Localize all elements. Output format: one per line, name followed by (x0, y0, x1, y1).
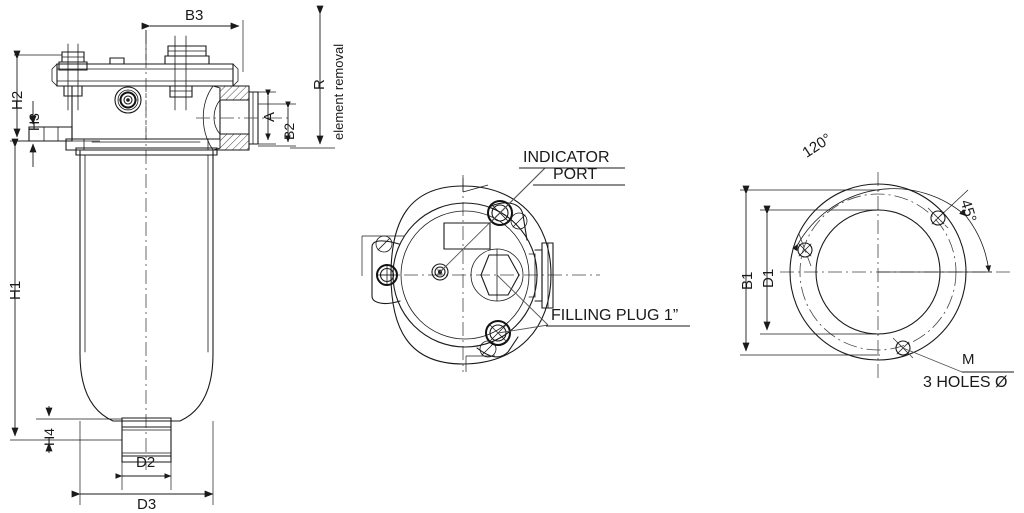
label-3-holes: 3 HOLES Ø (923, 374, 1008, 391)
dimension-label-b2: B2 (281, 122, 297, 140)
label-filling-plug: FILLING PLUG 1” (551, 307, 679, 324)
dimension-label-b3: B3 (185, 7, 204, 24)
front-section-view (10, 5, 335, 505)
note-element-removal: element removal (331, 43, 346, 140)
label-thread-m: M (962, 351, 975, 368)
dimension-label-a: A (261, 111, 278, 122)
dimension-label-h2: H2 (9, 90, 26, 110)
dimension-label-h1: H1 (7, 280, 24, 300)
dimension-label-h3: H3 (26, 113, 42, 131)
dimension-label-d2: D2 (136, 454, 156, 471)
dimension-label-d1: D1 (760, 268, 777, 288)
dimension-label-h4: H4 (41, 428, 57, 446)
dimension-label-b1: B1 (739, 271, 756, 290)
label-indicator-port-line2: PORT (553, 166, 598, 183)
dimension-label-r: R (311, 79, 328, 90)
mounting-flange-view (740, 172, 1014, 380)
label-indicator-port-line1: INDICATOR (523, 149, 610, 166)
top-plan-view (361, 167, 690, 372)
dimension-label-d3: D3 (137, 496, 157, 513)
